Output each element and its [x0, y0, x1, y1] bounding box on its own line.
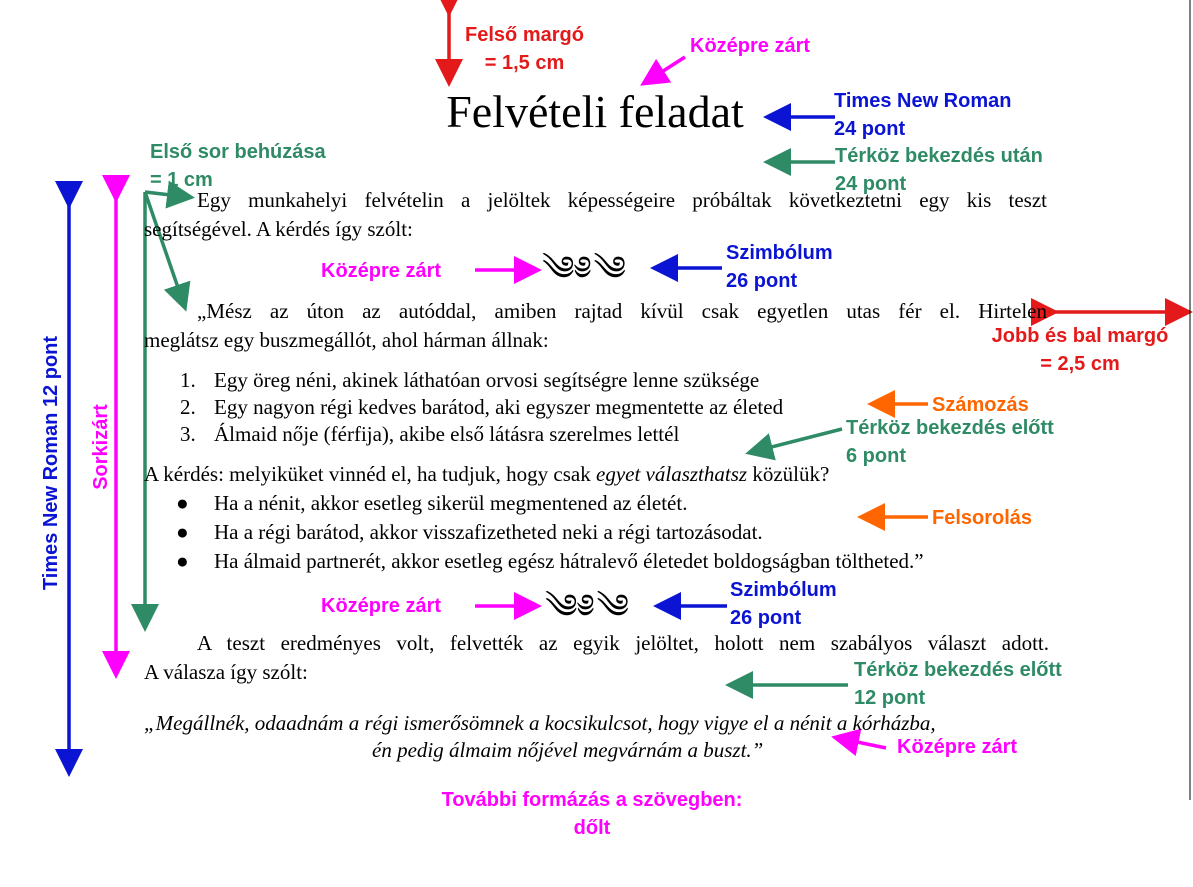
- symbol-label-2-line1: Szimbólum: [730, 579, 837, 601]
- side-margin-label-line2: = 2,5 cm: [1040, 353, 1120, 375]
- numbered-item-2: 2. Egy nagyon régi kedves barátod, aki eg…: [180, 393, 783, 422]
- question-line: A kérdés: melyiküket vinnéd el, ha tudju…: [144, 460, 829, 489]
- ornament-symbol-2: ༄༅༄: [545, 587, 632, 627]
- spacing-before6-label-line1: Térköz bekezdés előtt: [846, 417, 1054, 439]
- bullet-icon: ●: [176, 549, 189, 573]
- more-format-label: További formázás a szövegben: dőlt: [392, 786, 792, 842]
- spacing-after-label-line2: 24 pont: [835, 173, 907, 195]
- document-title: Felvételi feladat: [446, 86, 744, 137]
- spacing-before6-label: Térköz bekezdés előtt 6 pont: [846, 414, 1054, 470]
- numbered-item-3: 3. Álmaid nője (férfija), akibe első látá…: [180, 420, 679, 449]
- spacing-before6-label-line2: 6 pont: [846, 445, 906, 467]
- side-margin-label-line1: Jobb és bal margó: [991, 325, 1169, 347]
- bullet-text: Ha álmaid partnerét, akkor esetleg egész…: [214, 549, 924, 573]
- spacing-before12-label-line2: 12 pont: [854, 687, 926, 709]
- symbol-label-2-line2: 26 pont: [730, 607, 802, 629]
- justified-vertical-label: Sorkizárt: [90, 404, 112, 490]
- bullet-icon: ●: [176, 491, 189, 515]
- more-format-label-line1: További formázás a szövegben:: [441, 789, 743, 811]
- question-pre: A kérdés: melyiküket vinnéd el, ha tudju…: [144, 462, 596, 486]
- font-size-vertical-label: Times New Roman 12 pont: [40, 335, 62, 591]
- first-indent-label-line2: = 1 cm: [150, 169, 213, 191]
- bullet-item-3: ● Ha álmaid partnerét, akkor esetleg egés…: [176, 547, 924, 576]
- numbered-item-1: 1. Egy öreg néni, akinek láthatóan orvosi…: [180, 366, 759, 395]
- title-center-arrow: [640, 55, 686, 86]
- title-font-label: Times New Roman 24 pont: [834, 87, 1011, 143]
- bullets-label: Felsorolás: [932, 507, 1033, 529]
- center4-arrow: [831, 728, 887, 756]
- title-font-label-line1: Times New Roman: [834, 90, 1012, 112]
- center-label-2: Középre zárt: [321, 260, 442, 282]
- spacing-after-label-line1: Térköz bekezdés után: [835, 145, 1043, 167]
- first-indent-arrow-1: [144, 180, 195, 209]
- spacing-before12-label-line1: Térköz bekezdés előtt: [854, 659, 1062, 681]
- bullet-item-2: ● Ha a régi barátod, akkor visszafizethet…: [176, 518, 763, 547]
- numbered-item-text: Egy nagyon régi kedves barátod, aki egys…: [214, 395, 784, 419]
- spacing-before12-label: Térköz bekezdés előtt 12 pont: [854, 656, 1062, 712]
- ornament-symbol-1: ༄༅༄: [542, 249, 629, 289]
- para2-line1: „Mész az úton az autóddal, amiben rajtad…: [197, 299, 1047, 323]
- symbol-label-2: Szimbólum 26 pont: [730, 576, 837, 632]
- symbol-label-1: Szimbólum 26 pont: [726, 239, 833, 295]
- symbol-label-1-line2: 26 pont: [726, 270, 798, 292]
- numbering-label: Számozás: [932, 394, 1029, 416]
- side-margin-label: Jobb és bal margó = 2,5 cm: [975, 322, 1185, 378]
- title-font-label-line2: 24 pont: [834, 118, 906, 140]
- top-margin-label-line2: = 1,5 cm: [484, 52, 565, 74]
- para3-line2: A válasza így szólt:: [144, 660, 308, 684]
- para1-line2: segítségével. A kérdés így szólt:: [144, 217, 413, 241]
- first-indent-label-line1: Első sor behúzása: [150, 141, 326, 163]
- para3-line1: A teszt eredményes volt, felvették az eg…: [197, 631, 1049, 655]
- numbered-item-text: Egy öreg néni, akinek láthatóan orvosi s…: [214, 368, 760, 392]
- numbered-item-num: 3.: [180, 422, 196, 446]
- bullet-item-1: ● Ha a nénit, akkor esetleg sikerül megme…: [176, 489, 687, 518]
- center-label-3: Középre zárt: [321, 595, 442, 617]
- numbered-item-num: 2.: [180, 395, 196, 419]
- bullet-icon: ●: [176, 520, 189, 544]
- center-label-4: Középre zárt: [897, 736, 1018, 758]
- center-label-1: Középre zárt: [690, 35, 811, 57]
- spacing-after-label: Térköz bekezdés után 24 pont: [835, 142, 1043, 198]
- numbered-item-num: 1.: [180, 368, 196, 392]
- first-indent-arrow-2: [143, 191, 191, 312]
- quote-line-2: én pedig álmaim nőjével megvárnám a busz…: [372, 738, 764, 762]
- top-margin-label-line1: Felső margó: [465, 24, 584, 46]
- quote-line-1: „Megállnék, odaadnám a régi ismerősömnek…: [144, 711, 936, 735]
- bullet-text: Ha a nénit, akkor esetleg sikerül megmen…: [214, 491, 688, 515]
- numbered-item-text: Álmaid nője (férfija), akibe első látásr…: [214, 422, 680, 446]
- question-italic: egyet választhatsz: [596, 462, 748, 486]
- top-margin-label: Felső margó = 1,5 cm: [452, 21, 597, 77]
- more-format-label-line2: dőlt: [573, 817, 611, 839]
- para2-line2: meglátsz egy buszmegállót, ahol hárman á…: [144, 328, 549, 352]
- spacing-before6-arrow: [745, 427, 843, 461]
- first-indent-label: Első sor behúzása = 1 cm: [150, 138, 326, 194]
- symbol-label-1-line1: Szimbólum: [726, 242, 833, 264]
- para1-line1: Egy munkahelyi felvételin a jelöltek kép…: [197, 188, 1047, 212]
- bullet-text: Ha a régi barátod, akkor visszafizethete…: [214, 520, 763, 544]
- question-post: közülük?: [747, 462, 830, 486]
